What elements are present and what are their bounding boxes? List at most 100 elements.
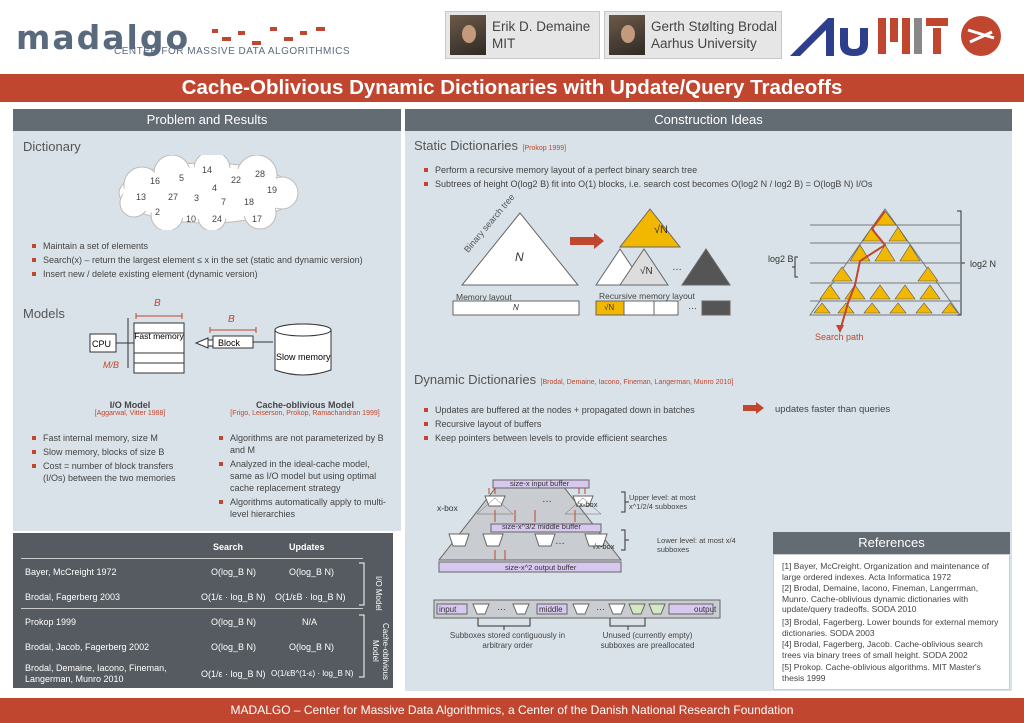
ellipsis: … bbox=[497, 602, 506, 612]
cloud-number: 17 bbox=[252, 214, 262, 224]
dynamic-result: updates faster than queries bbox=[775, 404, 891, 415]
sqrt-xbox-label: √x-box bbox=[592, 542, 615, 551]
cloud-numbers: 14 16 5 28 22 4 19 13 27 3 7 18 2 10 24 … bbox=[136, 165, 277, 224]
bullet: Algorithms automatically apply to multi-… bbox=[219, 496, 391, 520]
mit-logo bbox=[878, 16, 1001, 56]
bullet: Algorithms are not parameterized by B an… bbox=[219, 432, 391, 456]
io-model-title: I/O Model bbox=[109, 400, 151, 410]
reference-item: [4] Brodal, Fagerberg, Jacob. Cache-obli… bbox=[782, 639, 983, 660]
search-path-diagram bbox=[809, 208, 961, 333]
author-card-brodal: Gerth Stølting Brodal Aarhus University bbox=[604, 11, 782, 59]
bullet: Recursive layout of buffers bbox=[424, 418, 754, 430]
layout-pointer-lines bbox=[477, 618, 646, 630]
number-cloud: 14 16 5 28 22 4 19 13 27 3 7 18 2 10 24 … bbox=[118, 155, 299, 230]
ellipsis: … bbox=[542, 494, 552, 505]
cloud-number: 19 bbox=[267, 185, 277, 195]
references-list: [1] Bayer, McCreight. Organization and m… bbox=[773, 554, 1010, 690]
sqrt-n-label: √N bbox=[604, 303, 615, 312]
output-buffer-label: size-x^2 output buffer bbox=[505, 563, 577, 572]
ellipsis: … bbox=[596, 602, 605, 612]
brace-log2b bbox=[792, 256, 798, 278]
cloud-number: 7 bbox=[221, 197, 226, 207]
reference-item: [5] Prokop. Cache-oblivious algorithms. … bbox=[782, 662, 981, 683]
table-row-updates: N/A bbox=[302, 617, 318, 627]
cloud-number: 22 bbox=[231, 175, 241, 185]
mb-label: M/B bbox=[103, 360, 120, 370]
cloud-number: 4 bbox=[212, 183, 217, 193]
dynamic-header: Dynamic Dictionaries [Brodal, Demaine, I… bbox=[414, 371, 733, 389]
madalgo-logo: madalgo bbox=[16, 18, 191, 57]
section-heading-problem: Problem and Results bbox=[13, 109, 401, 131]
co-model-ref: [Frigo, Leiserson, Prokop, Ramachandran … bbox=[230, 410, 380, 417]
xbox-label: x-box bbox=[437, 503, 458, 513]
cloud-number: 5 bbox=[179, 173, 184, 183]
dynamic-title: Dynamic Dictionaries bbox=[414, 372, 537, 387]
table-row-name: Brodal, Fagerberg 2003 bbox=[25, 592, 121, 602]
reference-item: [3] Brodal, Fagerberg. Lower bounds for … bbox=[782, 617, 999, 638]
bullet: Subtrees of height O(log2 B) fit into O(… bbox=[424, 178, 1004, 190]
cloud-number: 24 bbox=[212, 214, 222, 224]
models-diagram bbox=[89, 313, 332, 376]
layout-input-label: input bbox=[439, 605, 457, 614]
sqrt-xbox-label: √x-box bbox=[575, 500, 598, 509]
ellipsis: … bbox=[688, 301, 697, 311]
results-table: Search Updates Bayer, McCreight 1972 O(l… bbox=[13, 533, 393, 688]
layout-middle-label: middle bbox=[539, 605, 563, 614]
reference-item: [2] Brodal, Demaine, Iacono, Fineman, La… bbox=[782, 583, 979, 614]
recursive-layout-label: Recursive memory layout bbox=[599, 291, 695, 301]
n-label: N bbox=[513, 303, 519, 312]
cloud-number: 10 bbox=[186, 214, 196, 224]
ellipsis: … bbox=[555, 536, 565, 547]
slow-memory-label: Slow memory bbox=[276, 352, 331, 362]
static-layout-diagram bbox=[452, 208, 731, 316]
search-path-label: Search path bbox=[815, 332, 864, 342]
bullet: Search(x) – return the largest element ≤… bbox=[32, 254, 392, 266]
author-affiliation: Aarhus University bbox=[651, 36, 757, 51]
reference-item: [1] Bayer, McCreight. Organization and m… bbox=[782, 561, 989, 582]
bullet: Keep pointers between levels to provide … bbox=[424, 432, 754, 444]
bullet: Analyzed in the ideal-cache model, same … bbox=[219, 458, 391, 494]
table-row-search: O(1/ε · log_B N) bbox=[201, 592, 266, 602]
buffer-layout-bar bbox=[433, 599, 721, 619]
dynamic-bullets: Updates are buffered at the nodes + prop… bbox=[424, 404, 754, 446]
table-row-search: O(log_B N) bbox=[211, 567, 257, 577]
page-title: Cache-Oblivious Dynamic Dictionaries wit… bbox=[0, 74, 1024, 102]
co-model-title: Cache-oblivious Model bbox=[255, 400, 354, 410]
table-row-name: Brodal, Demaine, Iacono, Fineman, Langer… bbox=[25, 663, 167, 684]
logo-subtitle: CENTER FOR MASSIVE DATA ALGORITHMICS bbox=[114, 46, 350, 57]
sqrt-n-label: √N bbox=[640, 266, 653, 277]
input-buffer-label: size-x input buffer bbox=[510, 479, 570, 488]
io-model-header: I/O Model [Aggarwal, Vitter 1988] bbox=[70, 400, 190, 417]
table-row-updates: O(1/εB^(1-ε) · log_B N) bbox=[271, 669, 354, 678]
cloud-number: 2 bbox=[155, 207, 160, 217]
footer: MADALGO – Center for Massive Data Algori… bbox=[0, 698, 1024, 723]
dynamic-ref: [Brodal, Demaine, Iacono, Fineman, Lange… bbox=[540, 379, 734, 386]
buffer-tree-diagram bbox=[437, 479, 623, 573]
lower-level-text: Lower level: at most x/4 subboxes bbox=[657, 536, 736, 554]
author-name: Erik D. Demaine bbox=[492, 19, 591, 34]
table-row-name: Bayer, McCreight 1972 bbox=[25, 567, 117, 577]
cpu-label: CPU bbox=[92, 339, 112, 349]
brace-log2n bbox=[957, 210, 965, 316]
aarhus-university-logo bbox=[790, 18, 868, 56]
log2n-label: log2 N bbox=[970, 259, 997, 269]
table-row-name: Brodal, Jacob, Fagerberg 2002 bbox=[25, 642, 150, 652]
bullet: Fast internal memory, size M bbox=[32, 432, 197, 444]
bullet: Cost = number of block transfers (I/Os) … bbox=[32, 460, 197, 484]
cloud-number: 28 bbox=[255, 169, 265, 179]
static-ref: [Prokop 1999] bbox=[522, 145, 567, 152]
preallocated-note: Unused (currently empty) subboxes are pr… bbox=[600, 631, 695, 650]
bullet: Perform a recursive memory layout of a p… bbox=[424, 164, 1004, 176]
cloud-number: 13 bbox=[136, 192, 146, 202]
b-label: B bbox=[228, 314, 235, 325]
bullet: Insert new / delete existing element (dy… bbox=[32, 268, 392, 280]
middle-buffer-label: size-x^3/2 middle buffer bbox=[502, 522, 581, 531]
cloud-number: 14 bbox=[202, 165, 212, 175]
author-photo bbox=[450, 15, 486, 55]
table-row-search: O(log_B N) bbox=[211, 617, 257, 627]
static-bullets: Perform a recursive memory layout of a p… bbox=[424, 164, 1004, 192]
io-model-bullets: Fast internal memory, size M Slow memory… bbox=[32, 432, 197, 486]
dictionary-bullets: Maintain a set of elements Search(x) – r… bbox=[32, 240, 392, 282]
layout-output-label: output bbox=[694, 605, 717, 614]
dictionary-title: Dictionary bbox=[23, 139, 81, 154]
